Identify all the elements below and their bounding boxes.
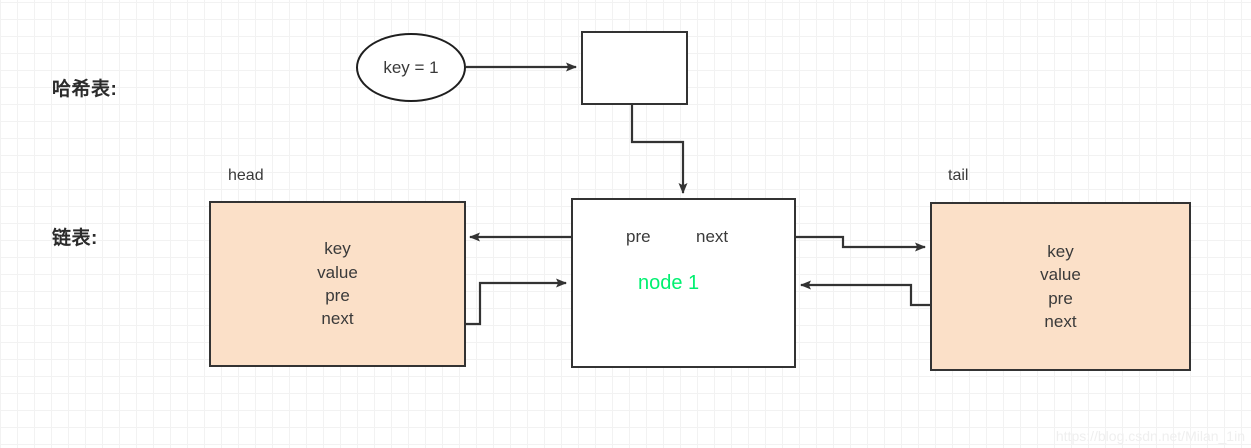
row-label-hashtable: 哈希表: — [52, 79, 118, 100]
row-label-linkedlist: 链表: — [52, 228, 98, 249]
hash-key-label: key = 1 — [383, 57, 439, 77]
tail-node-fields: key value pre next — [1040, 241, 1081, 331]
tail-node-box[interactable]: key value pre next — [930, 202, 1191, 371]
center-node-box[interactable] — [571, 198, 796, 368]
center-node-next-label: next — [696, 227, 729, 246]
head-node-box[interactable]: key value pre next — [209, 201, 466, 367]
center-node-title: node 1 — [638, 272, 700, 294]
center-node-pre-label: pre — [626, 227, 651, 246]
hash-bucket-box[interactable] — [581, 31, 688, 105]
head-node-fields: key value pre next — [317, 239, 358, 329]
tail-caption: tail — [948, 167, 969, 184]
head-caption: head — [228, 167, 264, 184]
watermark: https://blog.csdn.net/Milan_1in — [1055, 428, 1245, 444]
hash-key-ellipse[interactable]: key = 1 — [356, 33, 466, 102]
